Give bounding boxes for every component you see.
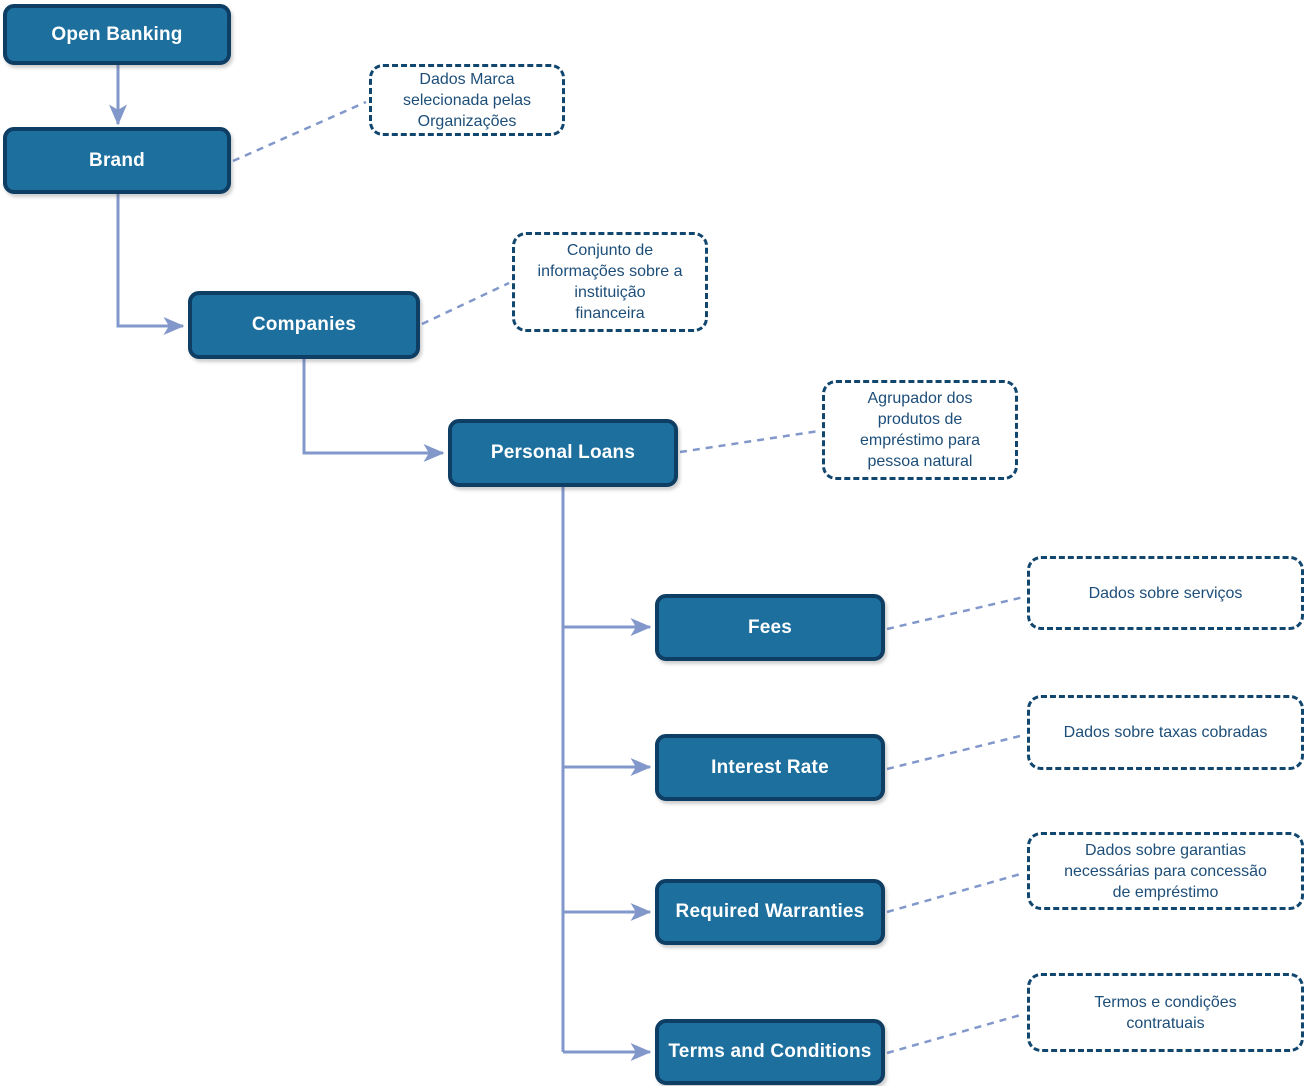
callout-line-requiredwarranties — [886, 871, 1025, 914]
node-fees: Fees — [655, 594, 885, 661]
callout-line-termsandconditions — [886, 1012, 1025, 1055]
note-interest-rate: Dados sobre taxas cobradas — [1027, 695, 1304, 770]
callout-line-brand — [232, 100, 367, 163]
callout-line-personalloans — [679, 429, 820, 454]
connector-companies-personalloans — [302, 359, 445, 462]
note-companies: Conjunto de informações sobre a institui… — [512, 232, 708, 332]
node-interest-rate: Interest Rate — [655, 734, 885, 801]
note-personal-loans: Agrupador dos produtos de empréstimo par… — [822, 380, 1018, 480]
node-personal-loans: Personal Loans — [448, 419, 678, 487]
note-fees: Dados sobre serviços — [1027, 556, 1304, 630]
node-open-banking: Open Banking — [3, 4, 231, 65]
node-terms-and-conditions: Terms and Conditions — [655, 1019, 885, 1085]
node-brand: Brand — [3, 127, 231, 194]
note-brand: Dados Marca selecionada pelas Organizaçõ… — [369, 64, 565, 136]
note-terms-and-conditions: Termos e condições contratuais — [1027, 973, 1304, 1052]
node-companies: Companies — [188, 291, 420, 359]
callout-line-interestrate — [886, 733, 1025, 771]
callout-line-fees — [886, 595, 1025, 631]
connector-brand-companies — [116, 194, 185, 335]
note-required-warranties: Dados sobre garantias necessárias para c… — [1027, 832, 1304, 910]
callout-line-companies — [421, 281, 510, 326]
node-required-warranties: Required Warranties — [655, 879, 885, 945]
